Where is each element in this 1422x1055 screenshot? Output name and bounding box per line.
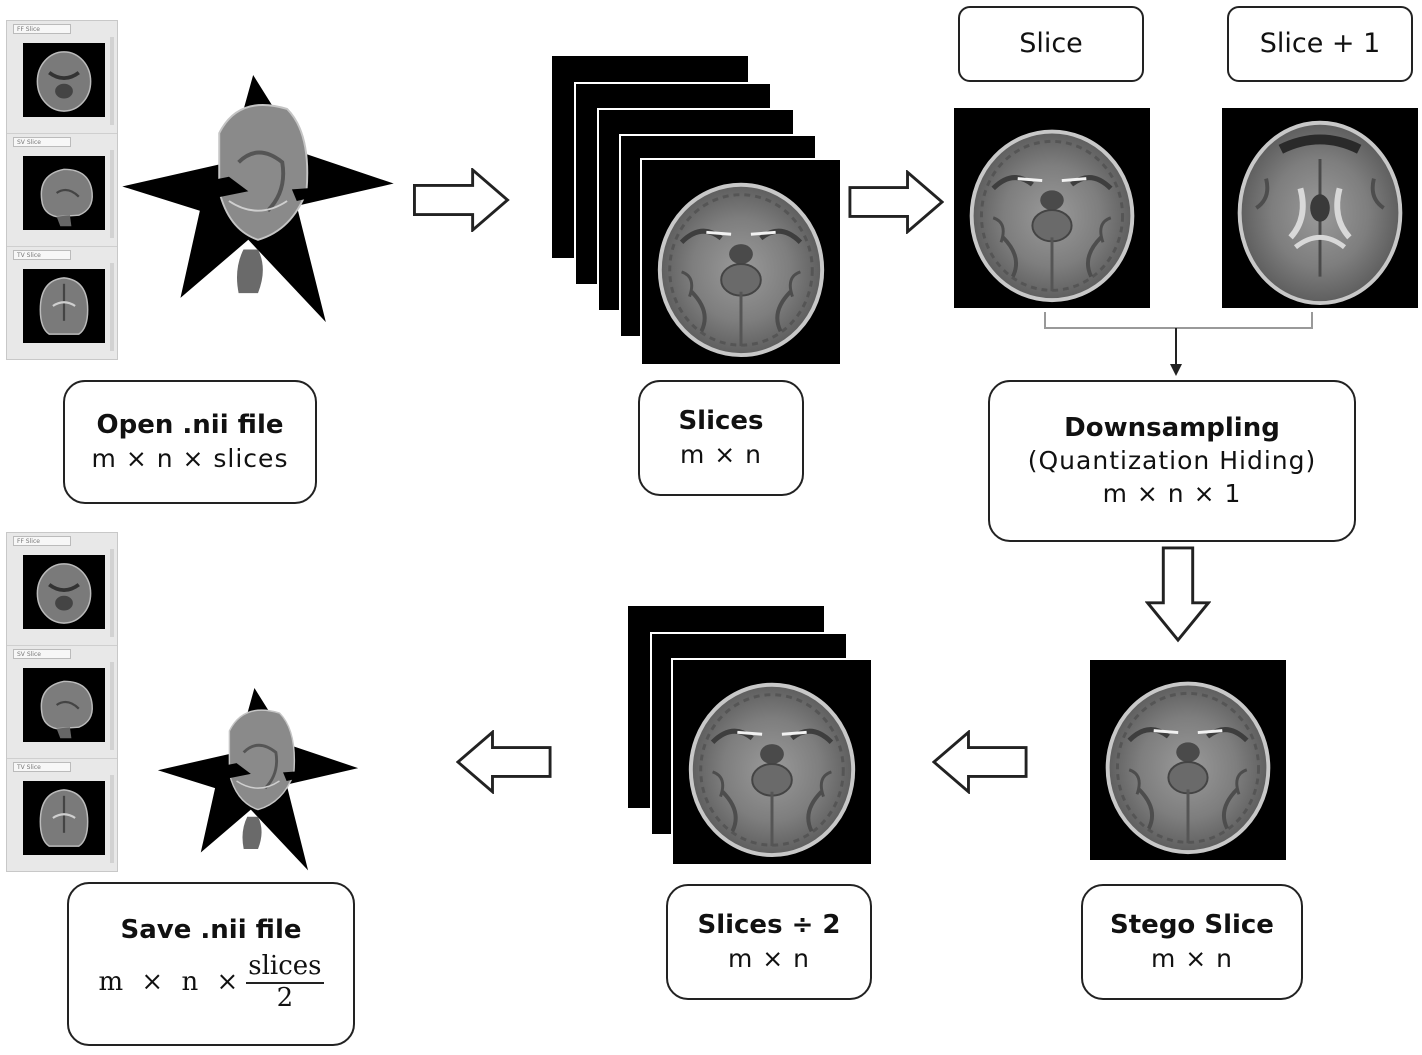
viewer-panel-input: FF Slice SV Slice TV Slice: [6, 20, 118, 360]
stego-slice-title: Stego Slice: [1110, 909, 1274, 940]
stego-slice-box: Stego Slice m × n: [1081, 884, 1303, 1000]
save-nii-dims: m × n ×: [98, 966, 239, 997]
arrow-right-icon: [412, 168, 510, 232]
downsampling-method: (Quantization Hiding): [1027, 446, 1317, 476]
downsampling-title: Downsampling: [1064, 412, 1280, 443]
merge-connector: [1044, 312, 1313, 376]
arrow-down-icon: [1146, 546, 1210, 642]
viewer-tab-sv: SV Slice: [13, 137, 71, 147]
arrow-left-icon: [456, 730, 552, 794]
save-nii-fraction: slices 2: [246, 951, 324, 1014]
stego-slice-image: [1090, 660, 1286, 860]
open-nii-dims: m × n × slices: [91, 443, 289, 473]
slice-plus1-image: [1222, 108, 1418, 308]
slices-dims: m × n: [679, 439, 763, 469]
viewer-scrollbar: [110, 775, 114, 863]
viewer-sagittal-panel: SV Slice: [7, 134, 117, 247]
viewer-scrollbar: [110, 150, 114, 238]
half-slices-title: Slices ÷ 2: [697, 909, 841, 940]
slice-plus1-label: Slice + 1: [1227, 6, 1413, 82]
save-nii-formula: m × n × slices 2: [98, 951, 324, 1014]
viewer-coronal-image: [23, 781, 105, 855]
save-nii-title: Save .nii file: [120, 915, 302, 946]
slice-label: Slice: [958, 6, 1144, 82]
viewer-tab-ff: FF Slice: [13, 24, 71, 34]
viewer-tab-tv: TV Slice: [13, 250, 71, 260]
open-nii-title: Open .nii file: [96, 409, 284, 440]
viewer-coronal-panel: TV Slice: [7, 247, 117, 359]
viewer-sagittal-image: [23, 668, 105, 742]
slices-title: Slices: [678, 405, 764, 436]
viewer-sagittal-panel: SV Slice: [7, 646, 117, 759]
viewer-sagittal-image: [23, 156, 105, 230]
viewer-panel-output: FF Slice SV Slice TV Slice: [6, 532, 118, 872]
half-slices-dims: m × n: [727, 943, 811, 973]
stego-slice-dims: m × n: [1150, 943, 1234, 973]
volume-3d-input: [120, 75, 396, 325]
viewer-frontal-panel: FF Slice: [7, 533, 117, 646]
half-slices-box: Slices ÷ 2 m × n: [666, 884, 872, 1000]
save-nii-frac-den: 2: [276, 982, 294, 1013]
open-nii-box: Open .nii file m × n × slices: [63, 380, 317, 504]
viewer-frontal-panel: FF Slice: [7, 21, 117, 134]
downsampling-box: Downsampling (Quantization Hiding) m × n…: [988, 380, 1356, 542]
arrow-right-icon: [848, 170, 944, 234]
viewer-scrollbar: [110, 37, 114, 125]
save-nii-box: Save .nii file m × n × slices 2: [67, 882, 355, 1046]
arrow-left-icon: [932, 730, 1028, 794]
viewer-scrollbar: [110, 549, 114, 637]
viewer-tab-tv: TV Slice: [13, 762, 71, 772]
downsampling-dims: m × n × 1: [1102, 478, 1242, 508]
viewer-tab-ff: FF Slice: [13, 536, 71, 546]
slice-image: [954, 108, 1150, 308]
viewer-frontal-image: [23, 555, 105, 629]
slice-front-image: [640, 158, 840, 364]
volume-3d-output: [155, 688, 361, 873]
half-slices-front-image: [671, 658, 871, 864]
viewer-frontal-image: [23, 43, 105, 117]
viewer-scrollbar: [110, 263, 114, 351]
viewer-coronal-panel: TV Slice: [7, 759, 117, 871]
slices-box: Slices m × n: [638, 380, 804, 496]
viewer-tab-sv: SV Slice: [13, 649, 71, 659]
viewer-coronal-image: [23, 269, 105, 343]
viewer-scrollbar: [110, 662, 114, 750]
save-nii-frac-num: slices: [246, 951, 324, 984]
